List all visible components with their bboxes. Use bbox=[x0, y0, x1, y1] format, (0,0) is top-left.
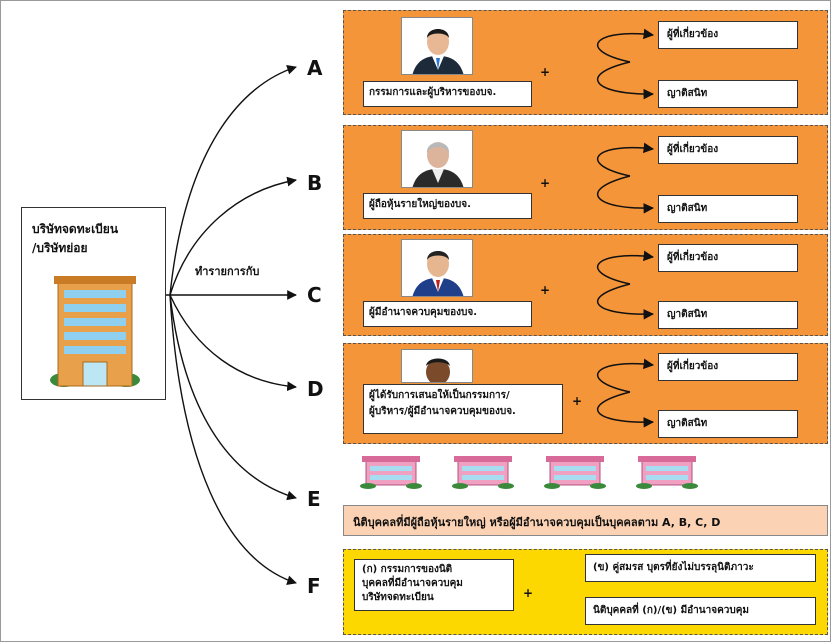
panel-c: ผู้มีอำนาจควบคุมของบจ. + ผู้ที่เกี่ยวข้อ… bbox=[343, 234, 828, 336]
arrow-to-e bbox=[169, 294, 297, 501]
relatives-b-box: ญาติสนิท bbox=[658, 195, 798, 223]
f-left-line3: บริษัทจดทะเบียน bbox=[362, 592, 434, 603]
building-icon bbox=[636, 456, 698, 489]
plus-d: + bbox=[572, 394, 583, 408]
letter-a: A bbox=[307, 56, 323, 80]
role-d-line1: ผู้ได้รับการเสนอให้เป็นกรรมการ/ bbox=[369, 390, 510, 401]
panel-a: กรรมการและผู้บริหารของบจ. + ผู้ที่เกี่ยว… bbox=[343, 10, 828, 115]
controller-photo-icon bbox=[401, 239, 473, 297]
role-a-box: กรรมการและผู้บริหารของบจ. bbox=[363, 81, 532, 107]
related-c-box: ผู้ที่เกี่ยวข้อง bbox=[658, 244, 798, 272]
related-a-box: ผู้ที่เกี่ยวข้อง bbox=[658, 21, 798, 49]
f-left-box: (ก) กรรมการของนิติ บุคคลที่มีอำนาจควบคุม… bbox=[354, 559, 514, 611]
nominee-photo-icon bbox=[401, 349, 473, 383]
relatives-a-box: ญาติสนิท bbox=[658, 80, 798, 108]
related-d-box: ผู้ที่เกี่ยวข้อง bbox=[658, 353, 798, 381]
panel-f: (ก) กรรมการของนิติ บุคคลที่มีอำนาจควบคุม… bbox=[343, 549, 828, 635]
f-controlled-entity-box: นิติบุคคลที่ (ก)/(ข) มีอำนาจควบคุม bbox=[585, 597, 816, 625]
relatives-d-box: ญาติสนิท bbox=[658, 410, 798, 438]
plus-b: + bbox=[540, 176, 551, 190]
executive-photo-icon bbox=[401, 17, 473, 75]
company-title: บริษัทจดทะเบียน /บริษัทย่อย bbox=[32, 220, 118, 258]
role-d-line2: ผู้บริหาร/ผู้มีอำนาจควบคุมของบจ. bbox=[369, 406, 516, 417]
plus-a: + bbox=[540, 65, 551, 79]
role-d-box: ผู้ได้รับการเสนอให้เป็นกรรมการ/ ผู้บริหา… bbox=[363, 384, 563, 434]
building-icon bbox=[544, 456, 606, 489]
f-spouse-box: (ข) คู่สมรส บุตรที่ยังไม่บรรลุนิติภาวะ bbox=[585, 554, 816, 582]
relatives-c-box: ญาติสนิท bbox=[658, 301, 798, 329]
role-c-box: ผู้มีอำนาจควบคุมของบจ. bbox=[363, 301, 532, 327]
letter-c: C bbox=[307, 283, 322, 307]
office-building-icon bbox=[50, 276, 140, 387]
building-icon bbox=[452, 456, 514, 489]
listed-company-box: บริษัทจดทะเบียน /บริษัทย่อย bbox=[21, 207, 166, 400]
letter-d: D bbox=[307, 377, 324, 401]
related-b-box: ผู้ที่เกี่ยวข้อง bbox=[658, 136, 798, 164]
juristic-person-bar: นิติบุคคลที่มีผู้ถือหุ้นรายใหญ่ หรือผู้ม… bbox=[343, 505, 828, 536]
building-icon bbox=[360, 456, 422, 489]
company-title-line1: บริษัทจดทะเบียน bbox=[32, 222, 119, 236]
role-b-box: ผู้ถือหุ้นรายใหญ่ของบจ. bbox=[363, 193, 532, 219]
f-left-line2: บุคคลที่มีอำนาจควบคุม bbox=[362, 578, 463, 589]
arrow-to-a bbox=[169, 65, 297, 296]
panel-b: ผู้ถือหุ้นรายใหญ่ของบจ. + ผู้ที่เกี่ยวข้… bbox=[343, 125, 828, 230]
panel-d: ผู้ได้รับการเสนอให้เป็นกรรมการ/ ผู้บริหา… bbox=[343, 343, 828, 444]
arrow-to-f bbox=[169, 294, 297, 585]
f-left-line1: (ก) กรรมการของนิติ bbox=[362, 564, 453, 575]
letter-b: B bbox=[307, 171, 323, 195]
plus-c: + bbox=[540, 283, 551, 297]
letter-f: F bbox=[307, 574, 321, 598]
transaction-label: ทำรายการกับ bbox=[195, 265, 260, 278]
company-title-line2: /บริษัทย่อย bbox=[32, 241, 88, 255]
arrow-to-d bbox=[169, 294, 297, 392]
shareholder-photo-icon bbox=[401, 130, 473, 188]
plus-f: + bbox=[523, 586, 534, 600]
arrow-to-b bbox=[169, 176, 297, 296]
letter-e: E bbox=[307, 487, 321, 511]
